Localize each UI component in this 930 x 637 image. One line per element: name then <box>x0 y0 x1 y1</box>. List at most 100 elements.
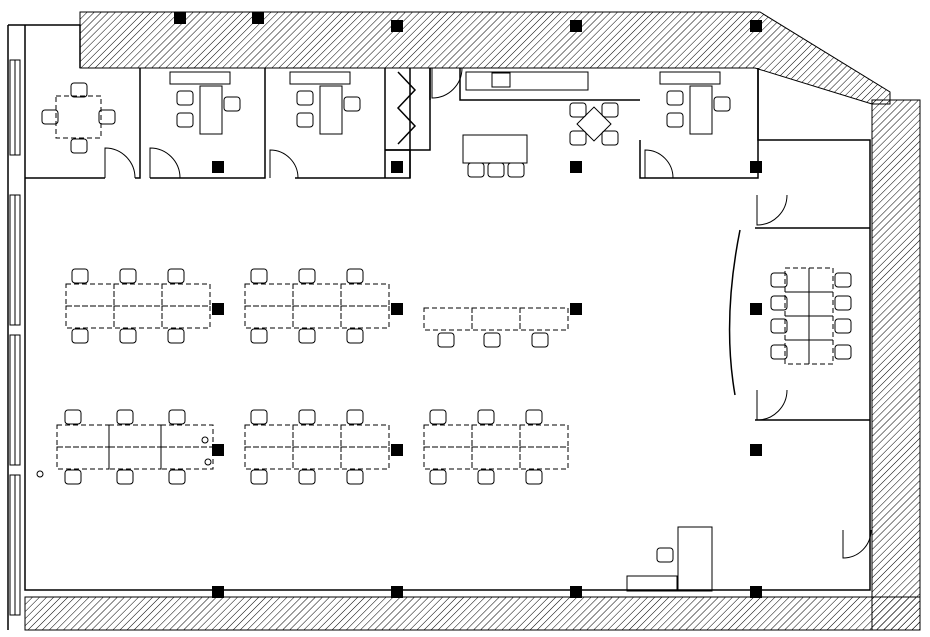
interior-walls <box>7 24 871 630</box>
plant-icon <box>204 458 212 466</box>
counter-icon <box>465 71 589 91</box>
chair-icon <box>70 138 88 154</box>
chair-icon <box>569 102 587 118</box>
column-icon <box>750 20 762 32</box>
chair-icon <box>346 268 364 284</box>
desk-icon <box>471 307 521 331</box>
chair-icon <box>64 409 82 425</box>
desk-icon <box>808 339 834 365</box>
desk-icon <box>784 315 810 341</box>
desk-icon <box>161 305 211 329</box>
door-icon <box>149 147 181 179</box>
door-icon <box>104 147 136 179</box>
chair-icon <box>770 295 788 311</box>
column-icon <box>212 303 224 315</box>
desk-icon <box>160 446 214 470</box>
column-icon <box>570 586 582 598</box>
column-icon <box>212 444 224 456</box>
chair-icon <box>167 268 185 284</box>
desk-icon <box>689 85 713 135</box>
chair-icon <box>168 469 186 485</box>
chair-icon <box>71 328 89 344</box>
desk-icon <box>56 446 110 470</box>
chair-icon <box>71 268 89 284</box>
door-icon <box>269 149 299 179</box>
desk-icon <box>113 283 163 307</box>
column-icon <box>252 12 264 24</box>
column-icon <box>212 586 224 598</box>
chair-icon <box>429 469 447 485</box>
column-icon <box>391 20 403 32</box>
desk-icon <box>340 305 390 329</box>
chair-icon <box>770 344 788 360</box>
column-icon <box>570 303 582 315</box>
chair-icon <box>531 332 549 348</box>
furniture <box>36 71 852 592</box>
chair-icon <box>569 130 587 146</box>
chair-icon <box>168 409 186 425</box>
desk-icon <box>65 305 115 329</box>
column-icon <box>750 303 762 315</box>
column-icon <box>750 161 762 173</box>
desk-icon <box>471 424 521 448</box>
column-icon <box>391 586 403 598</box>
chair-icon <box>167 328 185 344</box>
desk-icon <box>808 291 834 317</box>
desk-icon <box>199 85 223 135</box>
chair-icon <box>834 295 852 311</box>
chair-icon <box>250 328 268 344</box>
chair-icon <box>770 272 788 288</box>
bottom-wall <box>24 596 921 631</box>
desk-icon <box>519 446 569 470</box>
chair-icon <box>296 112 314 128</box>
chair-icon <box>116 409 134 425</box>
column-icon <box>391 161 403 173</box>
chair-icon <box>298 328 316 344</box>
chair-icon <box>176 90 194 106</box>
desk-icon <box>65 283 115 307</box>
desk-icon <box>108 446 162 470</box>
desk-icon <box>244 283 294 307</box>
column-icon <box>750 586 762 598</box>
chair-icon <box>70 82 88 98</box>
chair-icon <box>770 318 788 334</box>
reception-desk-icon <box>677 526 713 592</box>
table-icon <box>55 95 102 139</box>
chair-icon <box>713 96 731 112</box>
shelf-icon <box>289 71 351 85</box>
column-icon <box>174 12 186 24</box>
desk-icon <box>56 424 110 448</box>
desk-icon <box>292 424 342 448</box>
shelf-icon <box>169 71 231 85</box>
desk-icon <box>423 446 473 470</box>
desk-icon <box>519 307 569 331</box>
desk-icon <box>113 305 163 329</box>
chair-icon <box>437 332 455 348</box>
chair-icon <box>834 318 852 334</box>
desk-icon <box>808 267 834 293</box>
desk-icon <box>423 307 473 331</box>
door-icon <box>756 194 788 226</box>
chair-icon <box>483 332 501 348</box>
table-icon <box>462 134 528 164</box>
chair-icon <box>601 130 619 146</box>
desk-icon <box>519 424 569 448</box>
chair-icon <box>119 268 137 284</box>
desk-icon <box>784 291 810 317</box>
doors <box>104 67 872 559</box>
chair-icon <box>429 409 447 425</box>
chair-icon <box>116 469 134 485</box>
windows <box>9 59 21 616</box>
desk-icon <box>423 424 473 448</box>
chair-icon <box>467 162 485 178</box>
chair-icon <box>834 272 852 288</box>
chair-icon <box>250 268 268 284</box>
chair-icon <box>601 102 619 118</box>
chair-icon <box>656 547 674 563</box>
chair-icon <box>250 469 268 485</box>
chair-icon <box>477 409 495 425</box>
desk-icon <box>244 305 294 329</box>
chair-icon <box>298 469 316 485</box>
desk-icon <box>292 446 342 470</box>
